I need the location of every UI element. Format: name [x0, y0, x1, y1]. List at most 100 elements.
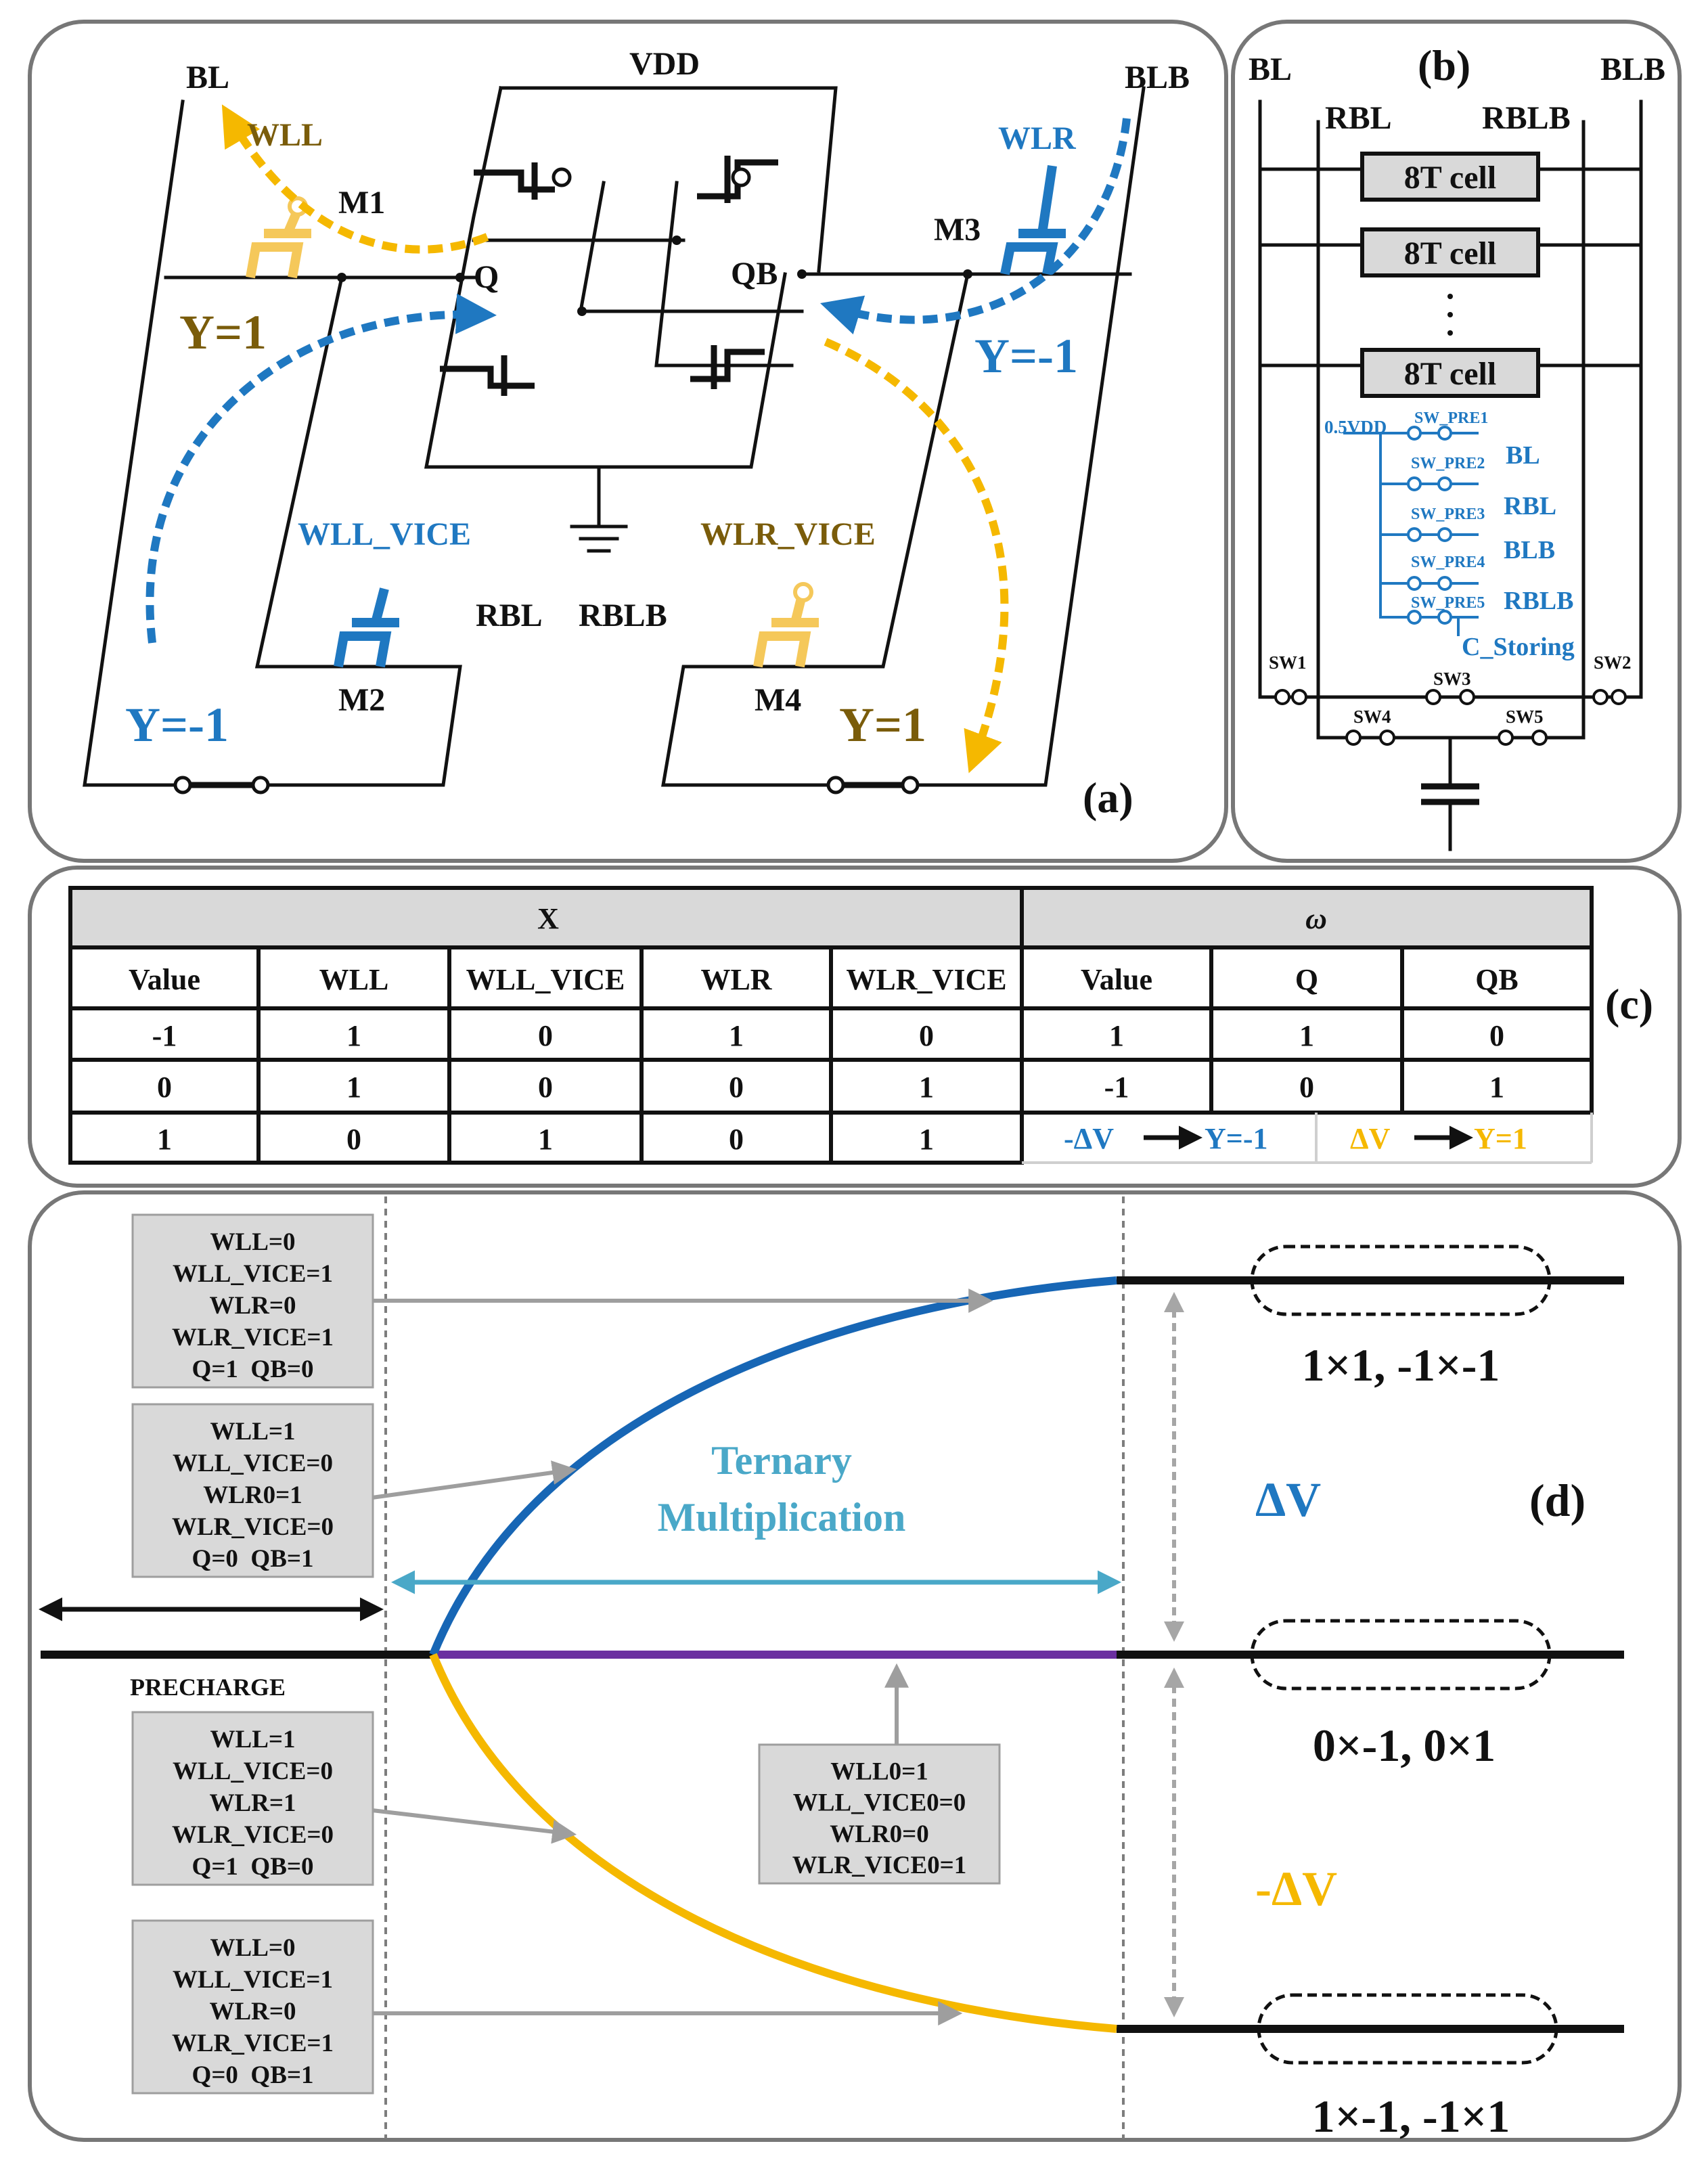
panel-a-label: (a): [1083, 774, 1133, 822]
table-cell: 0: [538, 1071, 553, 1104]
rbl-wire: [254, 275, 462, 787]
condition-line: WLR_VICE=0: [172, 1513, 334, 1541]
blb-label: BLB: [1125, 60, 1190, 95]
table-cell: 0: [919, 1019, 934, 1052]
sw-pre3-label: SW_PRE3: [1411, 506, 1485, 523]
condition-line: WLR=0: [210, 1998, 296, 2025]
b-bl-label: BL: [1249, 51, 1292, 87]
pmos-left: [474, 162, 555, 200]
condition-line: WLL_VICE=0: [173, 1450, 333, 1477]
out-bot-label: 1×-1, -1×1: [1312, 2090, 1510, 2142]
output-mid-ellipse: [1250, 1619, 1552, 1691]
table-header-cell: WLL_VICE: [466, 963, 625, 996]
legend-pos-dv: ΔV: [1350, 1122, 1391, 1155]
condition-line: WLL=0: [210, 1228, 296, 1256]
output-bottom-ellipse: [1257, 1993, 1558, 2065]
pmos-right-bubble: [731, 167, 751, 187]
sw-pre2-label: SW_PRE2: [1411, 455, 1485, 472]
b-blb-label: BLB: [1600, 51, 1665, 87]
cell-8t-3-label: 8T cell: [1404, 356, 1496, 392]
rblb-label: RBLB: [579, 598, 667, 633]
y-neg-left-label: Y=-1: [125, 698, 229, 752]
panel-b-label: (b): [1418, 41, 1470, 89]
panel-a-frame: [28, 20, 1228, 863]
table-header-cell: Q: [1295, 963, 1318, 996]
table-header-cell: WLR: [700, 963, 772, 996]
y-pos-left-label: Y=1: [179, 305, 267, 359]
vdd-label: VDD: [629, 46, 700, 82]
panel-a: VDD BL BLB WLL WLR M1 M3 Q QB Y=1 Y=-1 W…: [28, 20, 1228, 863]
table-cell: 1: [1299, 1019, 1314, 1052]
group-omega: ω: [1305, 902, 1327, 935]
condition-box3: [131, 1711, 374, 1886]
sw5-switch: [1498, 730, 1514, 746]
panel-b-frame: [1231, 20, 1682, 863]
c-storing-label: C_Storing: [1462, 633, 1575, 661]
table-cell: 1: [1109, 1019, 1124, 1052]
output-top-ellipse: [1250, 1245, 1552, 1316]
sw5-label: SW5: [1506, 707, 1544, 727]
arrow-left-current: [145, 293, 497, 644]
sw3-label: SW3: [1433, 669, 1471, 689]
vdd-half-label: 0.5VDD: [1324, 417, 1387, 437]
condition-line: WLR_VICE=0: [172, 1821, 334, 1849]
arrow-wll-current: [221, 104, 489, 254]
table-cell: 1: [729, 1019, 744, 1052]
condition-box4: [131, 1919, 374, 2095]
table-cell: 1: [919, 1071, 934, 1104]
m2-transistor: [334, 587, 399, 668]
condition-line: WLL_VICE=0: [173, 1758, 333, 1785]
m2-label: M2: [338, 682, 385, 718]
cell-8t-2-label: 8T cell: [1404, 236, 1496, 271]
condition-line: Q=0 QB=1: [192, 1545, 314, 1573]
sw1-switch: [1274, 689, 1290, 705]
inv1-gate-wire: [579, 181, 606, 313]
table-header-cell: WLR_VICE: [846, 963, 1006, 996]
nmos-left: [440, 355, 535, 396]
table-cell: 0: [1299, 1071, 1314, 1104]
legend-pos-y: Y=1: [1474, 1122, 1527, 1155]
condition-line: WLR0=0: [830, 1820, 928, 1848]
table-header-cell: QB: [1475, 963, 1519, 996]
table-cell: 1: [346, 1071, 361, 1104]
sw2-switch: [1592, 689, 1609, 705]
m1-label: M1: [338, 185, 385, 221]
table-cell: 0: [1489, 1019, 1504, 1052]
ternary-line1: Ternary: [711, 1438, 852, 1483]
pmos-left-bubble: [552, 167, 572, 187]
rbl-label: RBL: [476, 598, 543, 633]
table-cell: 0: [729, 1123, 744, 1156]
nmos-right: [690, 345, 765, 389]
sw4-label: SW4: [1353, 707, 1391, 727]
table-cell: 1: [919, 1123, 934, 1156]
cell-8t-1: [1360, 152, 1540, 202]
table-cell: 1: [157, 1123, 172, 1156]
precharge-label: PRECHARGE: [130, 1674, 286, 1701]
condition-line: WLL_VICE0=0: [793, 1789, 966, 1817]
ternary-line2: Multiplication: [658, 1495, 906, 1540]
dv-neg-label: -ΔV: [1255, 1862, 1337, 1916]
m4-label: M4: [755, 682, 801, 718]
table-header-cell: Value: [1081, 963, 1152, 996]
sw-pre1-label: SW_PRE1: [1414, 409, 1488, 427]
out-rblb-label: RBLB: [1504, 587, 1573, 615]
condition-box1: [131, 1213, 374, 1389]
wll-vice-label: WLL_VICE: [298, 516, 471, 552]
legend-neg-dv: -ΔV: [1064, 1122, 1114, 1155]
panel-c-label: (c): [1605, 980, 1653, 1028]
condition-line: WLL_VICE=1: [173, 1966, 333, 1994]
table-cell: 1: [538, 1123, 553, 1156]
b-rbl-label: RBL: [1325, 100, 1392, 136]
out-bl-label: BL: [1506, 441, 1540, 470]
condition-line: WLR0=1: [203, 1481, 302, 1509]
condition-line: WLR_VICE=1: [172, 2030, 334, 2057]
sw2-label: SW2: [1594, 652, 1632, 673]
wll-label: WLL: [247, 117, 323, 153]
sw-pre5-label: SW_PRE5: [1411, 594, 1485, 612]
switch-right: [826, 776, 845, 794]
cell-8t-2: [1360, 227, 1540, 277]
